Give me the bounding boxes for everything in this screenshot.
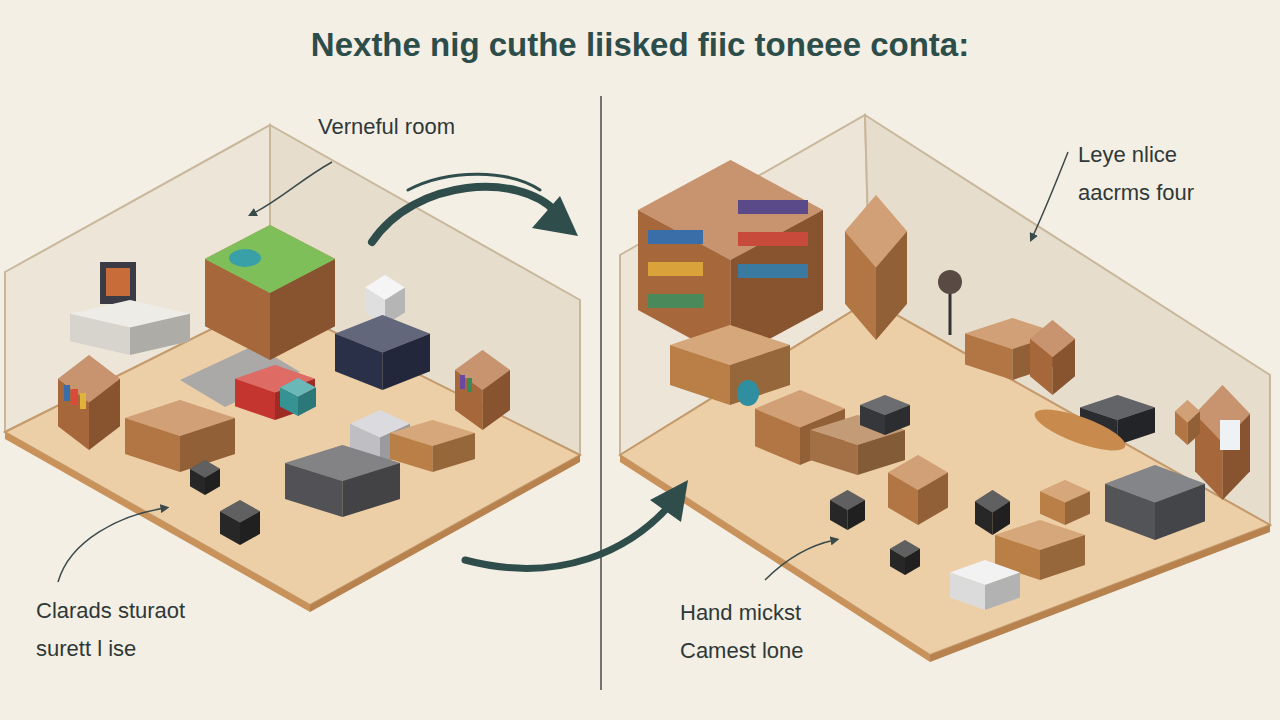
desk bbox=[70, 300, 190, 355]
transition-arrow bbox=[408, 174, 540, 190]
wall-screen bbox=[100, 262, 136, 304]
book-rows bbox=[648, 200, 808, 308]
callout-label: Verneful room bbox=[318, 108, 538, 146]
table bbox=[390, 420, 475, 472]
callout-label: Hand mickst Camest lone bbox=[680, 594, 835, 670]
book-row bbox=[648, 230, 703, 244]
chair bbox=[890, 540, 920, 575]
callout-label: Leye nlice aacrms four bbox=[1078, 136, 1248, 212]
book bbox=[467, 378, 472, 392]
chair bbox=[860, 395, 910, 435]
chair bbox=[220, 500, 260, 545]
book-row bbox=[648, 294, 703, 308]
book bbox=[80, 393, 86, 409]
rack bbox=[950, 560, 1020, 610]
book bbox=[460, 375, 465, 389]
leader-line bbox=[1032, 152, 1068, 238]
floor-edge bbox=[620, 455, 930, 662]
callout-label: Clarads sturaot surett l ise bbox=[36, 592, 231, 668]
nightstand bbox=[1040, 480, 1090, 525]
shelf-unit bbox=[888, 455, 948, 525]
vase bbox=[737, 380, 759, 406]
shelf-unit bbox=[205, 225, 335, 360]
floor-lamp bbox=[938, 270, 962, 294]
book-row bbox=[738, 264, 808, 278]
cabinet bbox=[845, 195, 907, 340]
side-shelf bbox=[1175, 400, 1200, 445]
floor-lamp bbox=[949, 290, 952, 335]
desk bbox=[670, 325, 790, 405]
book-row bbox=[738, 232, 808, 246]
floor-edge bbox=[930, 525, 1270, 662]
leader-line bbox=[252, 162, 332, 214]
transition-arrow bbox=[372, 187, 556, 242]
book bbox=[64, 385, 70, 401]
cabinet-glass bbox=[1220, 420, 1240, 450]
stool bbox=[280, 378, 316, 416]
chair bbox=[975, 490, 1010, 535]
work-desk bbox=[285, 445, 400, 517]
arrow-head bbox=[650, 480, 688, 522]
leader-line bbox=[58, 508, 165, 582]
arrow-head bbox=[532, 196, 578, 236]
shelf-top bbox=[205, 225, 335, 293]
transition-arrow bbox=[465, 505, 670, 568]
bookshelf bbox=[58, 355, 120, 450]
wall-screen bbox=[106, 268, 130, 296]
board bbox=[1030, 401, 1129, 458]
diagram-title: Nexthe nig cuthe liisked fiic toneee con… bbox=[0, 26, 1280, 64]
sofa bbox=[235, 365, 315, 420]
bookshelf bbox=[455, 350, 510, 430]
chair bbox=[190, 460, 220, 495]
decor-item bbox=[229, 249, 261, 267]
book bbox=[72, 389, 78, 405]
shelf-unit bbox=[1030, 320, 1075, 395]
book-row bbox=[738, 200, 808, 214]
cabinet bbox=[1195, 385, 1250, 500]
leader-line bbox=[765, 540, 835, 580]
book-row bbox=[648, 262, 703, 276]
cabinet bbox=[335, 315, 430, 390]
desk bbox=[125, 400, 235, 472]
bed bbox=[1105, 465, 1205, 540]
divider-line bbox=[600, 96, 602, 690]
chair bbox=[830, 490, 865, 530]
